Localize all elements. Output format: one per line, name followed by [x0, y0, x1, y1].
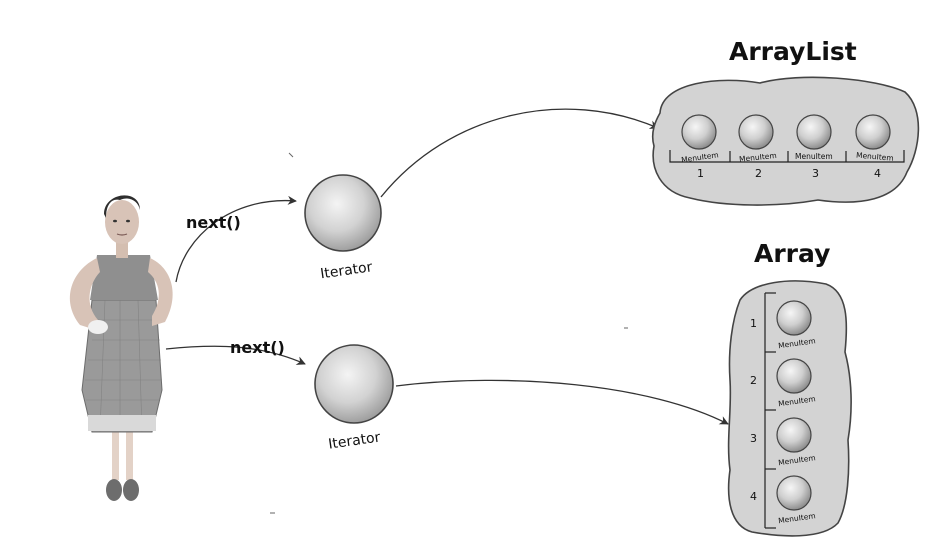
arraylist-title: ArrayList: [729, 37, 857, 66]
menu-item-ball-icon: [776, 417, 812, 453]
arraylist-item: MenuItem 2: [738, 114, 777, 180]
menu-item-ball-icon: [738, 114, 774, 150]
menu-item-label: MenuItem: [856, 151, 894, 163]
menu-item-ball-icon: [681, 114, 717, 150]
array-index: 3: [750, 432, 757, 445]
menu-item-ball-icon: [855, 114, 891, 150]
next-call-label-bottom: next(): [230, 338, 285, 357]
menu-item-ball-icon: [776, 358, 812, 394]
menu-item-ball-icon: [776, 300, 812, 336]
next-arrow-top: [175, 195, 297, 283]
array-index: 4: [750, 490, 757, 503]
arraylist-index: 3: [812, 167, 819, 180]
array-title: Array: [754, 239, 830, 268]
arraylist-index: 1: [697, 167, 704, 180]
arraylist-index: 4: [874, 167, 881, 180]
iterator-top: Iterator: [304, 174, 382, 282]
arraylist-item: MenuItem 1: [681, 114, 719, 180]
connector-array: [395, 379, 729, 425]
iterator-label: Iterator: [319, 259, 373, 282]
array-item: 2 MenuItem: [750, 358, 816, 408]
iterator-ball-icon: [314, 344, 394, 424]
next-arrow-bottom: [165, 345, 306, 365]
iterator-ball-icon: [304, 174, 382, 252]
array-index: 2: [750, 374, 757, 387]
menu-item-ball-icon: [776, 475, 812, 511]
menu-item-ball-icon: [796, 114, 832, 150]
arraylist-bracket: [669, 150, 905, 163]
connector-arraylist: [380, 108, 659, 198]
menu-item-label: MenuItem: [795, 152, 833, 161]
waitress-figure: [69, 195, 173, 501]
next-call-label-top: next(): [186, 213, 241, 232]
arraylist-item: MenuItem 3: [795, 114, 833, 180]
iterator-label: Iterator: [327, 430, 381, 453]
iterator-bottom: Iterator: [314, 344, 394, 453]
array-index: 1: [750, 317, 757, 330]
array-blob: [727, 280, 852, 537]
menu-item-label: MenuItem: [739, 151, 777, 164]
arraylist-item: MenuItem 4: [855, 114, 894, 180]
stray-mark: [288, 152, 294, 158]
arraylist-blob: [651, 76, 920, 206]
arraylist-index: 2: [755, 167, 762, 180]
